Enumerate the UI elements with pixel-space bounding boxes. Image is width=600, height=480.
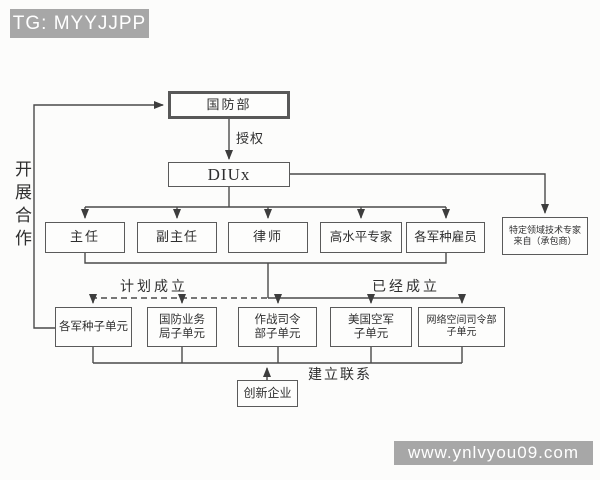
node-defense-business-subunit: 国防业务 局子单元: [147, 307, 217, 347]
node-diux: DIUx: [168, 162, 290, 187]
edge-cooperate: [33, 101, 164, 329]
node-service-subunit: 各军种子单元: [55, 307, 132, 347]
node-director: 主任: [45, 222, 125, 253]
node-lawyer: 律师: [228, 222, 308, 253]
edge-label-established: 已经成立: [372, 280, 440, 295]
node-innovative-enterprises: 创新企业: [237, 380, 298, 407]
node-contractor-experts: 特定领域技术专家 来自（承包商）: [502, 217, 588, 255]
watermark-top-left: TG: MYYJJPP: [10, 9, 149, 38]
edge-label-cooperate: 开展合作: [12, 160, 31, 252]
edge-label-authorize: 授权: [236, 131, 265, 146]
node-cyber-command-subunit: 网络空间司令部 子单元: [418, 307, 505, 347]
watermark-bottom-right: www.ynlvyou09.com: [394, 441, 593, 465]
node-combatant-command-subunit: 作战司令 部子单元: [238, 307, 317, 347]
node-service-employees: 各军种雇员: [406, 222, 485, 253]
edge-contractor: [290, 173, 549, 214]
node-ministry-of-defense: 国防部: [168, 91, 290, 119]
edge-label-connect: 建立联系: [308, 368, 372, 383]
node-high-level-experts: 高水平专家: [320, 222, 402, 253]
node-deputy-director: 副主任: [137, 222, 217, 253]
edge-label-planned: 计划成立: [120, 280, 188, 295]
staff-bracket: [84, 253, 447, 264]
node-usaf-subunit: 美国空军 子单元: [330, 307, 412, 347]
